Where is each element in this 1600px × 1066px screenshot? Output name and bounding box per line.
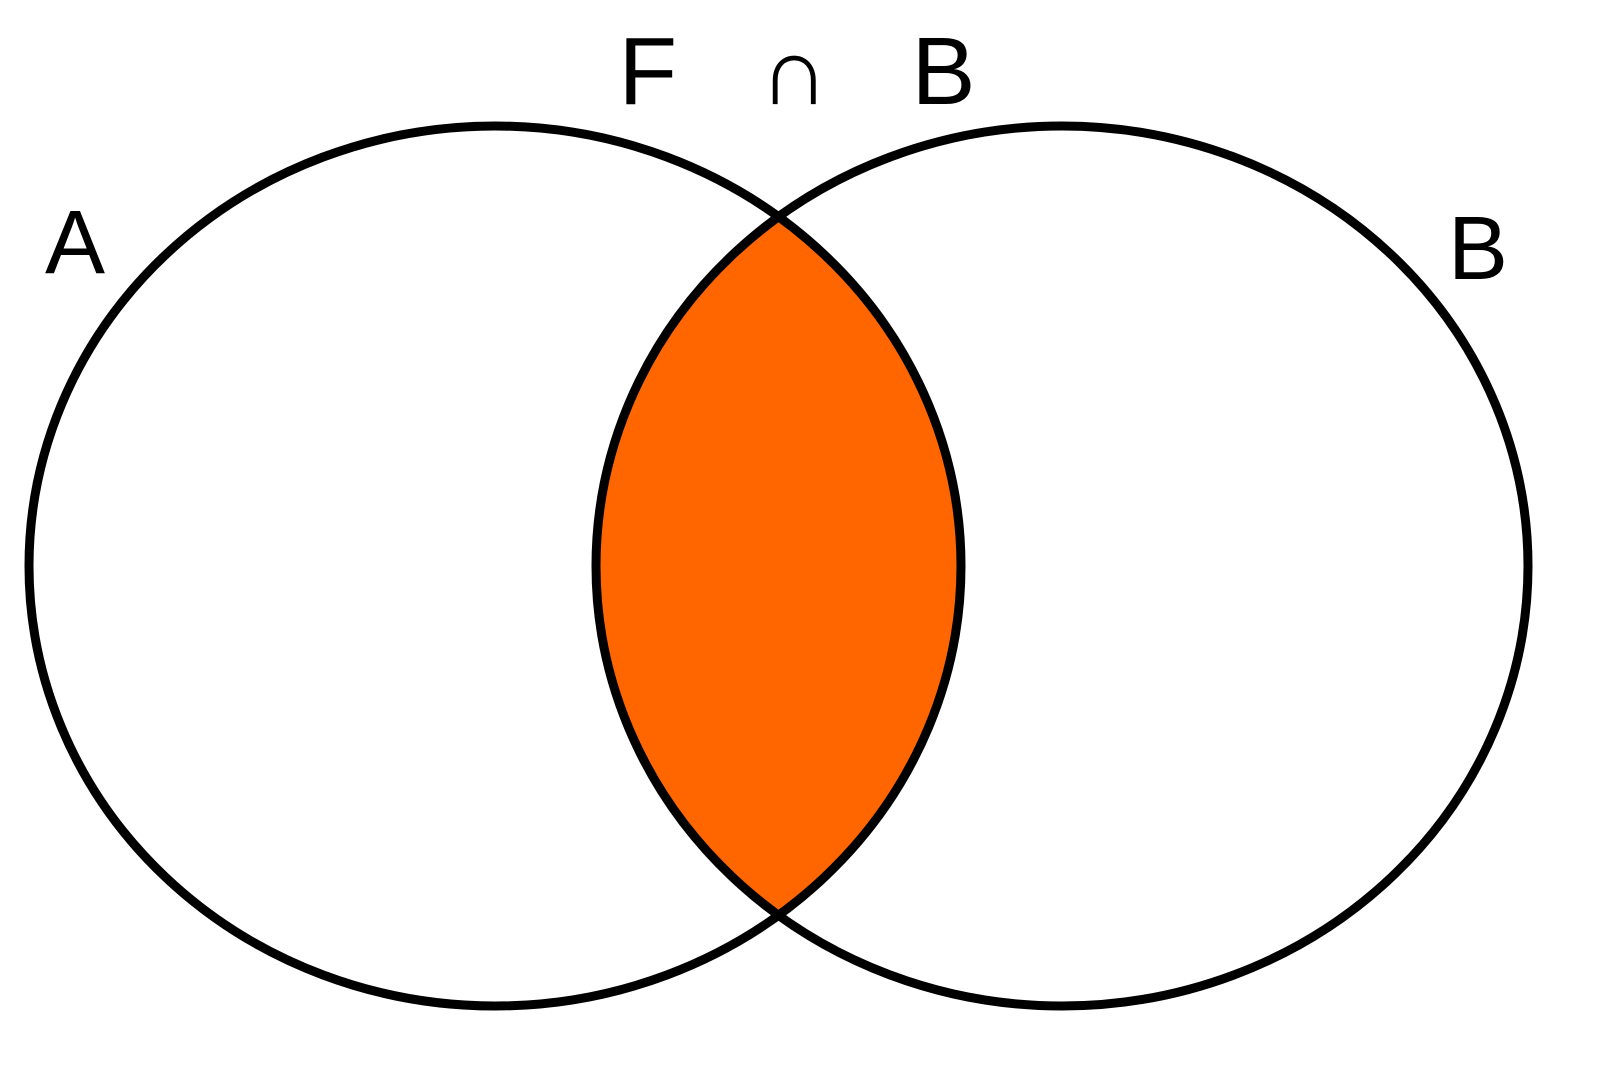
set-b-ellipse [591,121,1533,1011]
intersection-region [596,126,961,1006]
set-a-label: A [45,193,106,293]
diagram-title: F ∩ B [618,18,1004,125]
set-b-label: B [1448,199,1509,299]
set-a-ellipse [24,121,966,1011]
